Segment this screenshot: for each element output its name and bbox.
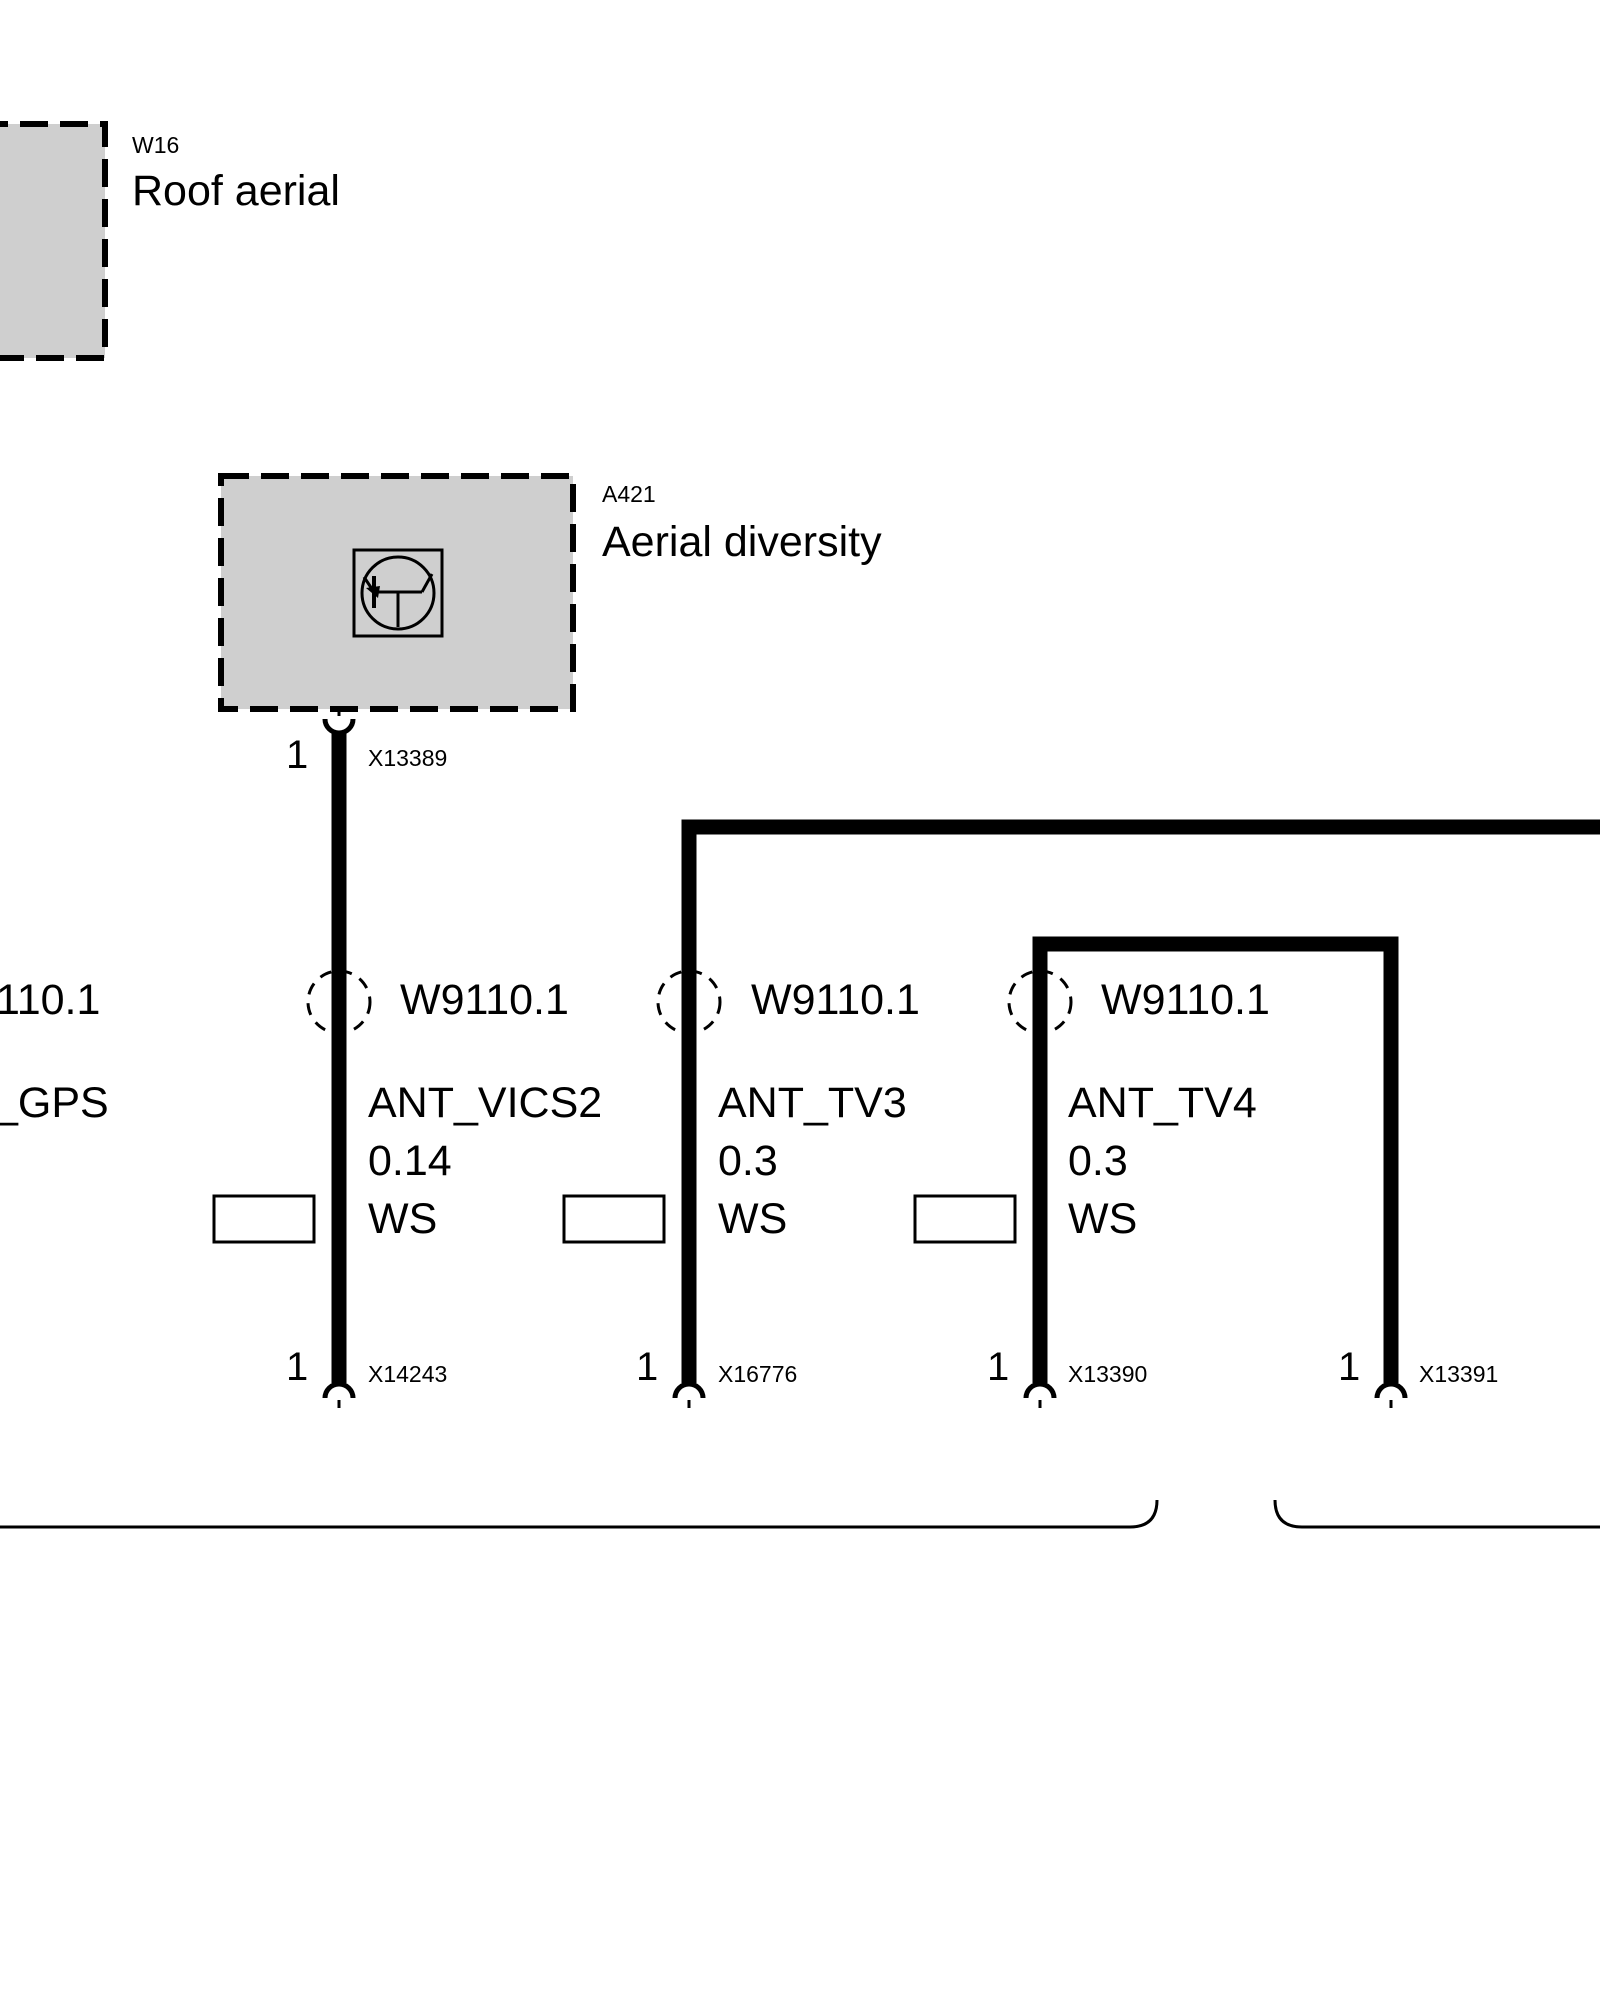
wire-label-group-tv3: W9110.1 ANT_TV3 0.3 WS (562, 969, 920, 1244)
shield-marker (656, 969, 722, 1035)
wire-color-label: WS (1068, 1195, 1137, 1243)
wire-marker-box (562, 1194, 666, 1244)
shield-marker (1007, 969, 1073, 1035)
wire-shield-label: W9110.1 (1101, 976, 1270, 1024)
wire-signal-label: ANT_VICS2 (368, 1079, 602, 1127)
bracket-right (1273, 1499, 1600, 1529)
shield-marker (306, 969, 372, 1035)
connector-x14243[interactable]: 1 X14243 (286, 1345, 447, 1412)
wire-size-label: 0.3 (1068, 1137, 1128, 1185)
connector-pin: 1 (286, 1345, 308, 1389)
connector-x13389-pin: 1 (286, 733, 308, 777)
aerial-diversity-name: Aerial diversity (602, 518, 882, 566)
connector-pin: 1 (987, 1345, 1009, 1389)
wire-ant-tv3[interactable] (681, 819, 1600, 1383)
connector-label: X14243 (368, 1361, 447, 1387)
connector-x13389[interactable]: 1 X13389 (286, 708, 447, 777)
connector-pin: 1 (636, 1345, 658, 1389)
connector-x16776[interactable]: 1 X16776 (636, 1345, 797, 1412)
connector-pin: 1 (1338, 1345, 1360, 1389)
wire-label-group-tv4: W9110.1 ANT_TV4 0.3 WS (913, 969, 1270, 1244)
wire-color-label: WS (718, 1195, 787, 1243)
wire-color-label: WS (368, 1195, 437, 1243)
wire-size-label: 0.14 (368, 1137, 452, 1185)
wire-shield-label: W9110.1 (400, 976, 569, 1024)
connector-label: X16776 (718, 1361, 797, 1387)
roof-aerial-name: Roof aerial (132, 167, 340, 215)
wire-ant-tv4-loop[interactable] (1032, 936, 1399, 1383)
transistor-icon (352, 548, 444, 638)
wire-shield-label: W9110.1 (751, 976, 920, 1024)
wire-signal-label: _GPS (0, 1079, 109, 1127)
wire-label-group-gps: 110.1 _GPS (0, 976, 109, 1127)
connector-x13390[interactable]: 1 X13390 (987, 1345, 1147, 1412)
wire-marker-box (913, 1194, 1017, 1244)
connector-label: X13391 (1419, 1361, 1498, 1387)
wire-label-group-vics2: W9110.1 ANT_VICS2 0.14 WS (212, 969, 602, 1244)
wire-signal-label: ANT_TV4 (1068, 1079, 1257, 1127)
aerial-diversity-code: A421 (602, 481, 656, 507)
connector-x13389-label: X13389 (368, 745, 447, 771)
bracket-left (0, 1499, 1159, 1529)
connector-label: X13390 (1068, 1361, 1147, 1387)
wire-marker-box (212, 1194, 316, 1244)
aerial-diversity-component[interactable]: A421 Aerial diversity (218, 473, 882, 712)
wire-signal-label: ANT_TV3 (718, 1079, 907, 1127)
roof-aerial-component[interactable]: W16 Roof aerial (0, 121, 340, 361)
roof-aerial-code: W16 (132, 132, 179, 158)
wire-shield-label: 110.1 (0, 976, 100, 1024)
wire-size-label: 0.3 (718, 1137, 778, 1185)
connector-x13391[interactable]: 1 X13391 (1338, 1345, 1498, 1412)
